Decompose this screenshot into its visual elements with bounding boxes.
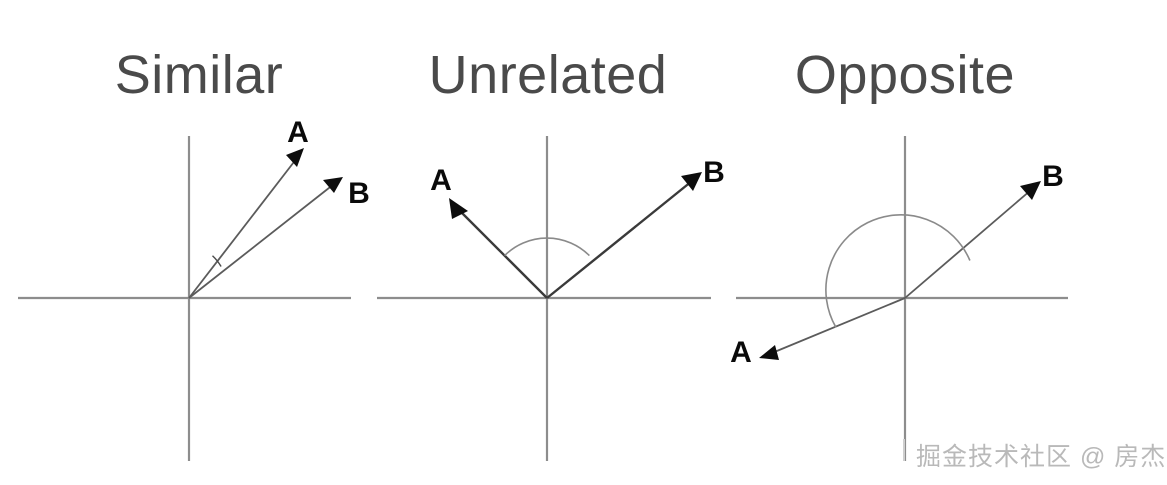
angle-arc-unrelated bbox=[504, 237, 590, 257]
vector-a-shaft bbox=[771, 297, 906, 354]
vector-b-label: B bbox=[703, 156, 725, 189]
watermark-label: 掘金技术社区 @ 房杰 bbox=[916, 443, 1166, 471]
vector-b-shaft bbox=[188, 183, 335, 299]
vector-b-similar: B bbox=[188, 177, 370, 299]
axes-unrelated bbox=[377, 136, 711, 461]
vector-b-shaft bbox=[904, 189, 1032, 299]
vector-a-shaft bbox=[188, 157, 298, 299]
panel-title-similar: Similar bbox=[115, 45, 284, 105]
vector-b-unrelated: B bbox=[546, 156, 725, 299]
vector-a-shaft bbox=[457, 208, 548, 299]
vector-b-arrowhead bbox=[1020, 181, 1041, 200]
vector-a-label: A bbox=[730, 336, 752, 369]
axes-similar bbox=[18, 136, 351, 461]
vector-a-label: A bbox=[430, 164, 452, 197]
vector-a-arrowhead bbox=[759, 345, 779, 360]
panel-opposite: Opposite B A bbox=[730, 45, 1068, 461]
angle-arc-opposite bbox=[825, 214, 971, 328]
vector-b-arrowhead bbox=[681, 172, 702, 191]
vector-b-label: B bbox=[348, 177, 370, 210]
vector-b-shaft bbox=[546, 180, 693, 299]
panel-title-unrelated: Unrelated bbox=[429, 45, 668, 105]
vector-a-label: A bbox=[287, 116, 309, 149]
vector-a-arrowhead bbox=[286, 148, 304, 167]
angle-arc-similar bbox=[212, 255, 222, 267]
watermark: 掘金技术社区 @ 房杰 bbox=[903, 439, 1166, 471]
vector-b-label: B bbox=[1042, 160, 1064, 193]
vector-a-arrowhead bbox=[449, 198, 468, 219]
panel-unrelated: Unrelated A B bbox=[377, 45, 725, 461]
vector-b-arrowhead bbox=[323, 177, 343, 193]
panel-title-opposite: Opposite bbox=[795, 45, 1015, 105]
vector-a-unrelated: A bbox=[430, 164, 548, 299]
vector-a-similar: A bbox=[188, 116, 309, 299]
vector-a-opposite: A bbox=[730, 297, 906, 369]
panel-similar: Similar A B bbox=[18, 45, 370, 461]
vector-b-opposite: B bbox=[904, 160, 1064, 299]
